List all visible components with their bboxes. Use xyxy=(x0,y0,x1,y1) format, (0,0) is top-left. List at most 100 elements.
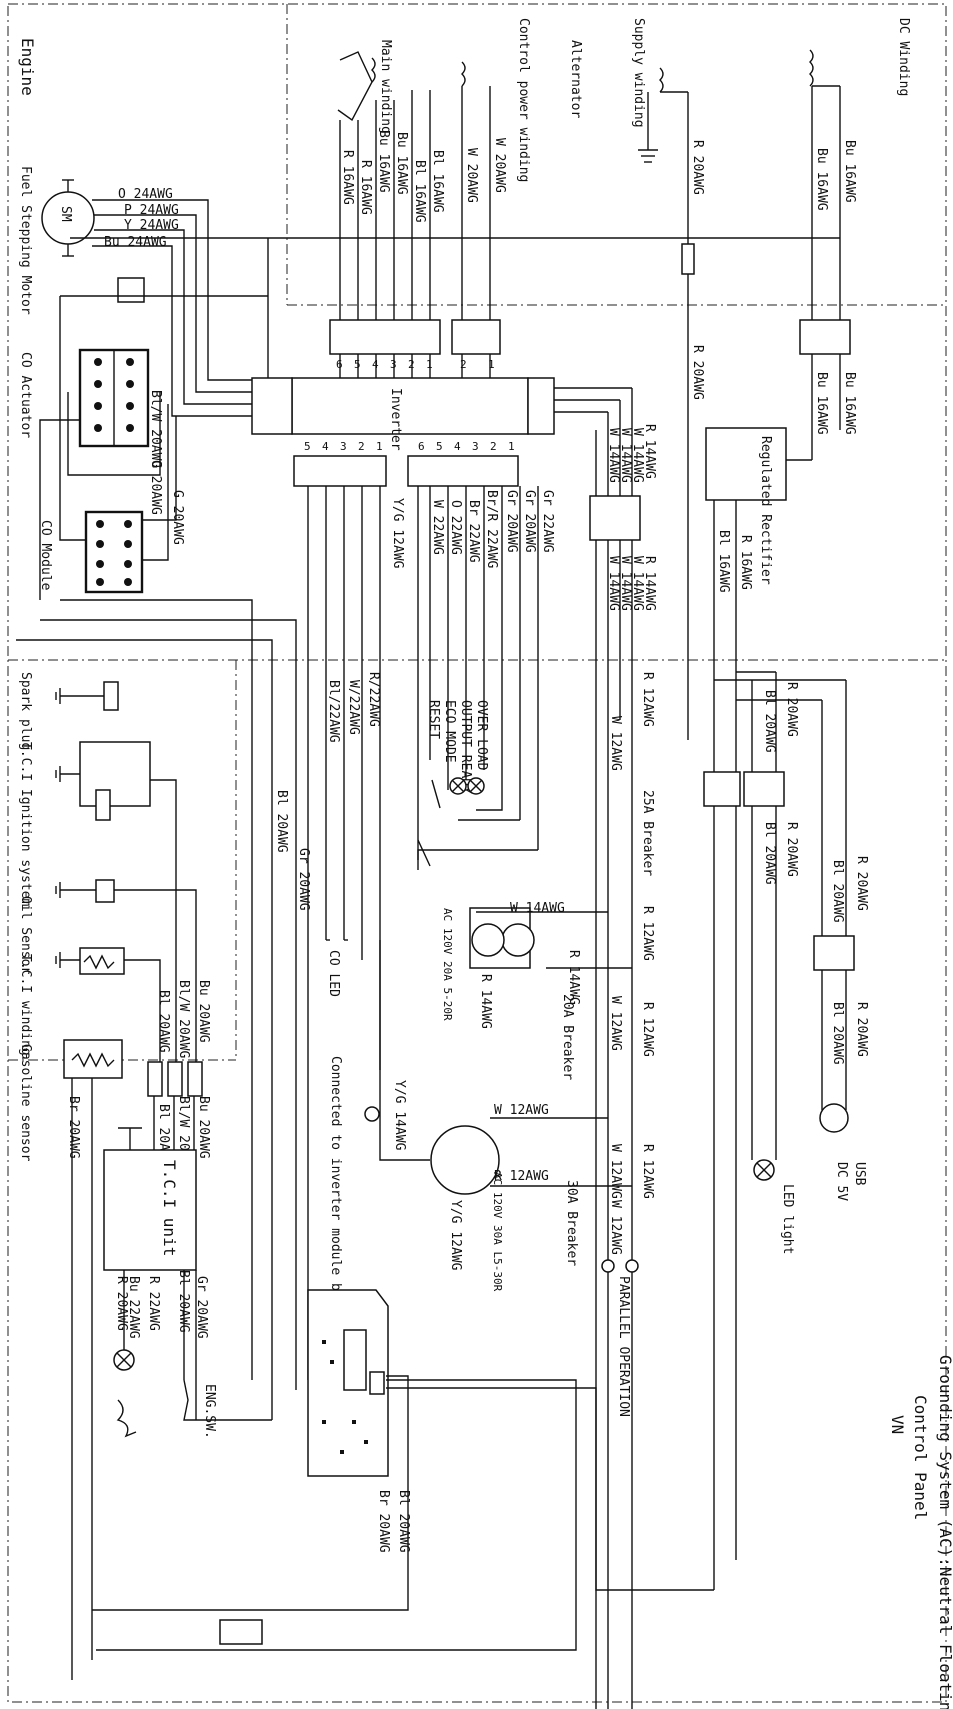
svg-text:2: 2 xyxy=(490,440,497,453)
svg-text:Bl 16AWG: Bl 16AWG xyxy=(430,150,445,213)
svg-text:3: 3 xyxy=(472,440,479,453)
svg-text:R 20AWG: R 20AWG xyxy=(690,345,705,400)
svg-text:4: 4 xyxy=(454,440,461,453)
svg-text:P 24AWG: P 24AWG xyxy=(124,203,179,218)
svg-text:R/22AWG: R/22AWG xyxy=(366,672,381,727)
inverter: Inverter 5 4 3 2 1 6 5 4 3 2 1 xyxy=(251,377,555,487)
svg-text:R 12AWG: R 12AWG xyxy=(640,906,655,961)
svg-text:R 12AWG: R 12AWG xyxy=(640,672,655,727)
section-titles: Engine Alternator Grounding System (AC):… xyxy=(18,38,953,1709)
status-indicators: OVER LOAD OUTPUT READY ECO MODE RESET xyxy=(417,700,538,870)
svg-text:Bu 16AWG: Bu 16AWG xyxy=(814,372,829,435)
svg-text:W 20AWG: W 20AWG xyxy=(464,148,479,203)
svg-text:Gr 20AWG: Gr 20AWG xyxy=(194,1276,209,1339)
svg-text:Bl/W 20AWG: Bl/W 20AWG xyxy=(148,390,163,468)
svg-text:Y 24AWG: Y 24AWG xyxy=(124,218,179,233)
svg-text:Bl 20AWG: Bl 20AWG xyxy=(762,690,777,753)
svg-text:W 14AWG: W 14AWG xyxy=(630,556,645,611)
svg-text:W 12AWG: W 12AWG xyxy=(608,716,623,771)
svg-text:R 14AWG: R 14AWG xyxy=(642,424,657,479)
svg-text:R 20AWG: R 20AWG xyxy=(690,140,705,195)
engine-title: Engine xyxy=(18,38,37,96)
svg-text:W 14AWG: W 14AWG xyxy=(630,428,645,483)
svg-text:3: 3 xyxy=(340,440,347,453)
svg-text:O 20AWG: O 20AWG xyxy=(148,460,163,515)
svg-text:Br 20AWG: Br 20AWG xyxy=(376,1490,391,1553)
svg-text:1: 1 xyxy=(508,440,515,453)
svg-text:Bl 20AWG: Bl 20AWG xyxy=(156,990,171,1053)
svg-text:R 20AWG: R 20AWG xyxy=(854,1002,869,1057)
svg-text:R 20AWG: R 20AWG xyxy=(854,856,869,911)
svg-text:Bu 16AWG: Bu 16AWG xyxy=(814,148,829,211)
co-module: CO Module xyxy=(38,510,144,594)
led-light-label: LED light xyxy=(780,1184,795,1254)
section-borders xyxy=(7,3,947,1703)
co-module-label: CO Module xyxy=(38,520,53,591)
svg-text:Y/G 12AWG: Y/G 12AWG xyxy=(448,1200,463,1271)
svg-text:Bu 20AWG: Bu 20AWG xyxy=(196,980,211,1043)
svg-text:R 14AWG: R 14AWG xyxy=(478,974,493,1029)
svg-text:R 12AWG: R 12AWG xyxy=(640,1002,655,1057)
svg-text:2: 2 xyxy=(358,440,365,453)
over-load-label: OVER LOAD xyxy=(474,700,489,771)
svg-text:Bu 16AWG: Bu 16AWG xyxy=(842,372,857,435)
control-panel-title: Control Panel xyxy=(911,1395,930,1520)
svg-text:G 20AWG: G 20AWG xyxy=(170,490,185,545)
svg-text:O 22AWG: O 22AWG xyxy=(448,500,463,555)
dc-winding: DC Winding Bu 16AWG Bu 16AWG xyxy=(809,18,911,322)
vn-title: VN xyxy=(888,1415,907,1434)
svg-text:6: 6 xyxy=(418,440,425,453)
eco-mode-label: ECO MODE xyxy=(442,700,457,763)
svg-text:R 14AWG: R 14AWG xyxy=(566,950,581,1005)
usb-label: USB xyxy=(852,1162,867,1186)
inverter-label: Inverter xyxy=(388,388,403,451)
oil-sensor-label: Oil Sensor xyxy=(18,896,33,974)
svg-text:Bu 20AWG: Bu 20AWG xyxy=(196,1096,211,1159)
svg-text:W 12AWG: W 12AWG xyxy=(494,1103,549,1118)
grounding-title: Grounding System (AC):Neutral Floating xyxy=(936,1355,953,1709)
svg-text:1: 1 xyxy=(488,358,495,371)
co-actuator-label: CO Actuator xyxy=(18,352,33,438)
main-winding: Main winding Bl 16AWG Bl 16AWG Bu 16AWG … xyxy=(337,40,445,322)
svg-text:Br 22AWG: Br 22AWG xyxy=(466,500,481,563)
svg-text:Bl 20AWG: Bl 20AWG xyxy=(274,790,289,853)
connected-note: Connected to inverter module bracket xyxy=(328,1056,343,1338)
svg-text:W 14AWG: W 14AWG xyxy=(606,556,621,611)
svg-text:R 20AWG: R 20AWG xyxy=(784,822,799,877)
tci-ignition-label: T.C.I Ignition system xyxy=(18,742,33,907)
ac-output: R 12AWG W 12AWG 25A Breaker R 12AWG W 12… xyxy=(364,672,655,1417)
svg-text:Bl/22AWG: Bl/22AWG xyxy=(326,680,341,743)
svg-text:Bu 24AWG: Bu 24AWG xyxy=(104,235,167,250)
svg-text:R 16AWG: R 16AWG xyxy=(340,150,355,205)
svg-text:Bl 20AWG: Bl 20AWG xyxy=(396,1490,411,1553)
svg-text:Br/R 22AWG: Br/R 22AWG xyxy=(484,490,499,568)
svg-text:Bu 16AWG: Bu 16AWG xyxy=(376,130,391,193)
supply-winding: Supply winding R 20AWG R 20AWG xyxy=(631,18,705,740)
output-ready-label: OUTPUT READY xyxy=(458,700,473,794)
dc5v-label: DC 5V xyxy=(834,1162,849,1201)
svg-text:Bl 20AWG: Bl 20AWG xyxy=(830,1002,845,1065)
spark-plug-label: Spark plug xyxy=(18,672,33,750)
inverter-lower-wires: Gr 22AWG Gr 20AWG Gr 20AWG Br/R 22AWG Br… xyxy=(307,486,555,1380)
svg-text:W 12AWG: W 12AWG xyxy=(608,1200,623,1255)
engine-wiring: R/22AWG W/22AWG Bl/22AWG Gr 20AWG Bl 20A… xyxy=(16,296,381,1420)
winding-connectors: 6 5 4 3 2 1 2 1 xyxy=(329,319,851,371)
svg-text:W 14AWG: W 14AWG xyxy=(618,428,633,483)
svg-text:Bu 16AWG: Bu 16AWG xyxy=(394,132,409,195)
svg-text:Gr 20AWG: Gr 20AWG xyxy=(504,490,519,553)
dc-winding-label: DC Winding xyxy=(896,18,911,96)
co-led-label: CO LED xyxy=(326,950,341,997)
gasoline-sensor-label: Gasoline sensor xyxy=(18,1044,33,1162)
cpw-label: Control power winding xyxy=(516,18,531,182)
svg-text:Bu 22AWG: Bu 22AWG xyxy=(126,1276,141,1339)
fuel-stepping-motor: SM Fuel Stepping Motor O 24AWG P 24AWG Y… xyxy=(18,166,260,417)
svg-text:Gr 20AWG: Gr 20AWG xyxy=(296,848,311,911)
svg-text:4: 4 xyxy=(322,440,329,453)
svg-text:R 22AWG: R 22AWG xyxy=(146,1276,161,1331)
breaker-25a-label: 25A Breaker xyxy=(640,790,655,876)
svg-text:Bl/W 20AWG: Bl/W 20AWG xyxy=(176,980,191,1058)
svg-text:R 20AWG: R 20AWG xyxy=(784,682,799,737)
svg-text:W 14AWG: W 14AWG xyxy=(510,901,565,916)
svg-text:Bl 16AWG: Bl 16AWG xyxy=(412,160,427,223)
